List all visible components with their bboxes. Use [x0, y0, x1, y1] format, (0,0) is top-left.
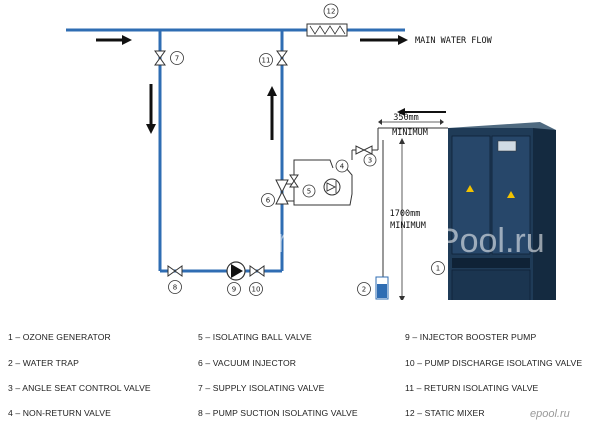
callout-9: 9: [232, 286, 236, 294]
site-logo: epool.ru: [530, 408, 570, 420]
legend-item-7: 7 – SUPPLY ISOLATING VALVE: [198, 383, 325, 393]
legend-item-4: 4 – NON-RETURN VALVE: [8, 408, 111, 418]
watermark-right: ePool.ru: [418, 222, 545, 260]
water-treatment-diagram: MAIN WATER FLOW 12 7 11: [0, 3, 556, 300]
legend-item-10: 10 – PUMP DISCHARGE ISOLATING VALVE: [405, 358, 583, 368]
callout-6: 6: [266, 197, 271, 205]
vacuum-injector-icon: [275, 179, 289, 205]
dimension-350-value: 350mm: [393, 113, 419, 123]
legend-item-3: 3 – ANGLE SEAT CONTROL VALVE: [8, 383, 151, 393]
flow-arrow-down: [146, 84, 156, 134]
angle-seat-control-valve-icon: [355, 145, 373, 155]
dimension-1700-text: MINIMUM: [390, 221, 426, 231]
legend-item-5: 5 – ISOLATING BALL VALVE: [198, 332, 312, 342]
return-isolating-valve-icon: [276, 50, 288, 66]
water-trap-icon: [375, 276, 389, 300]
legend-item-11: 11 – RETURN ISOLATING VALVE: [405, 383, 539, 393]
legend-item-1: 1 – OZONE GENERATOR: [8, 332, 111, 342]
callout-3: 3: [368, 157, 372, 165]
ozone-generator-icon: [448, 122, 556, 300]
pump-discharge-isolating-valve-icon: [249, 265, 265, 277]
callout-10: 10: [252, 286, 261, 294]
gas-flow-arrow: [397, 108, 446, 116]
non-return-valve-icon: [323, 178, 341, 196]
flow-arrow-up: [267, 86, 277, 140]
flow-arrow-left: [96, 35, 132, 45]
pump-suction-isolating-valve-icon: [167, 265, 183, 277]
legend-item-8: 8 – PUMP SUCTION ISOLATING VALVE: [198, 408, 358, 418]
legend-item-9: 9 – INJECTOR BOOSTER PUMP: [405, 332, 537, 342]
watermark-left: ePool.ru: [0, 222, 79, 260]
callout-8: 8: [173, 284, 177, 292]
callout-5: 5: [307, 188, 311, 196]
legend-item-12: 12 – STATIC MIXER: [405, 408, 485, 418]
isolating-ball-valve-icon: [289, 174, 299, 188]
supply-isolating-valve-icon: [154, 50, 166, 66]
dimension-350-text: MINIMUM: [392, 128, 428, 138]
static-mixer-icon: [306, 23, 348, 37]
callout-4: 4: [340, 163, 345, 171]
main-water-flow-label: MAIN WATER FLOW: [415, 36, 493, 46]
legend-item-6: 6 – VACUUM INJECTOR: [198, 358, 297, 368]
injector-booster-pump-icon: [226, 261, 246, 281]
callout-7: 7: [175, 55, 179, 63]
watermark-center: ePool.ru: [180, 222, 307, 260]
legend-item-2: 2 – WATER TRAP: [8, 358, 79, 368]
dimension-1700-value: 1700mm: [390, 209, 421, 219]
legend: 1 – OZONE GENERATOR 2 – WATER TRAP 3 – A…: [0, 322, 600, 422]
callout-12: 12: [327, 8, 336, 16]
callout-11: 11: [262, 57, 271, 65]
callout-2: 2: [362, 286, 366, 294]
callout-1: 1: [436, 265, 440, 273]
flow-arrow-right: [360, 35, 408, 45]
